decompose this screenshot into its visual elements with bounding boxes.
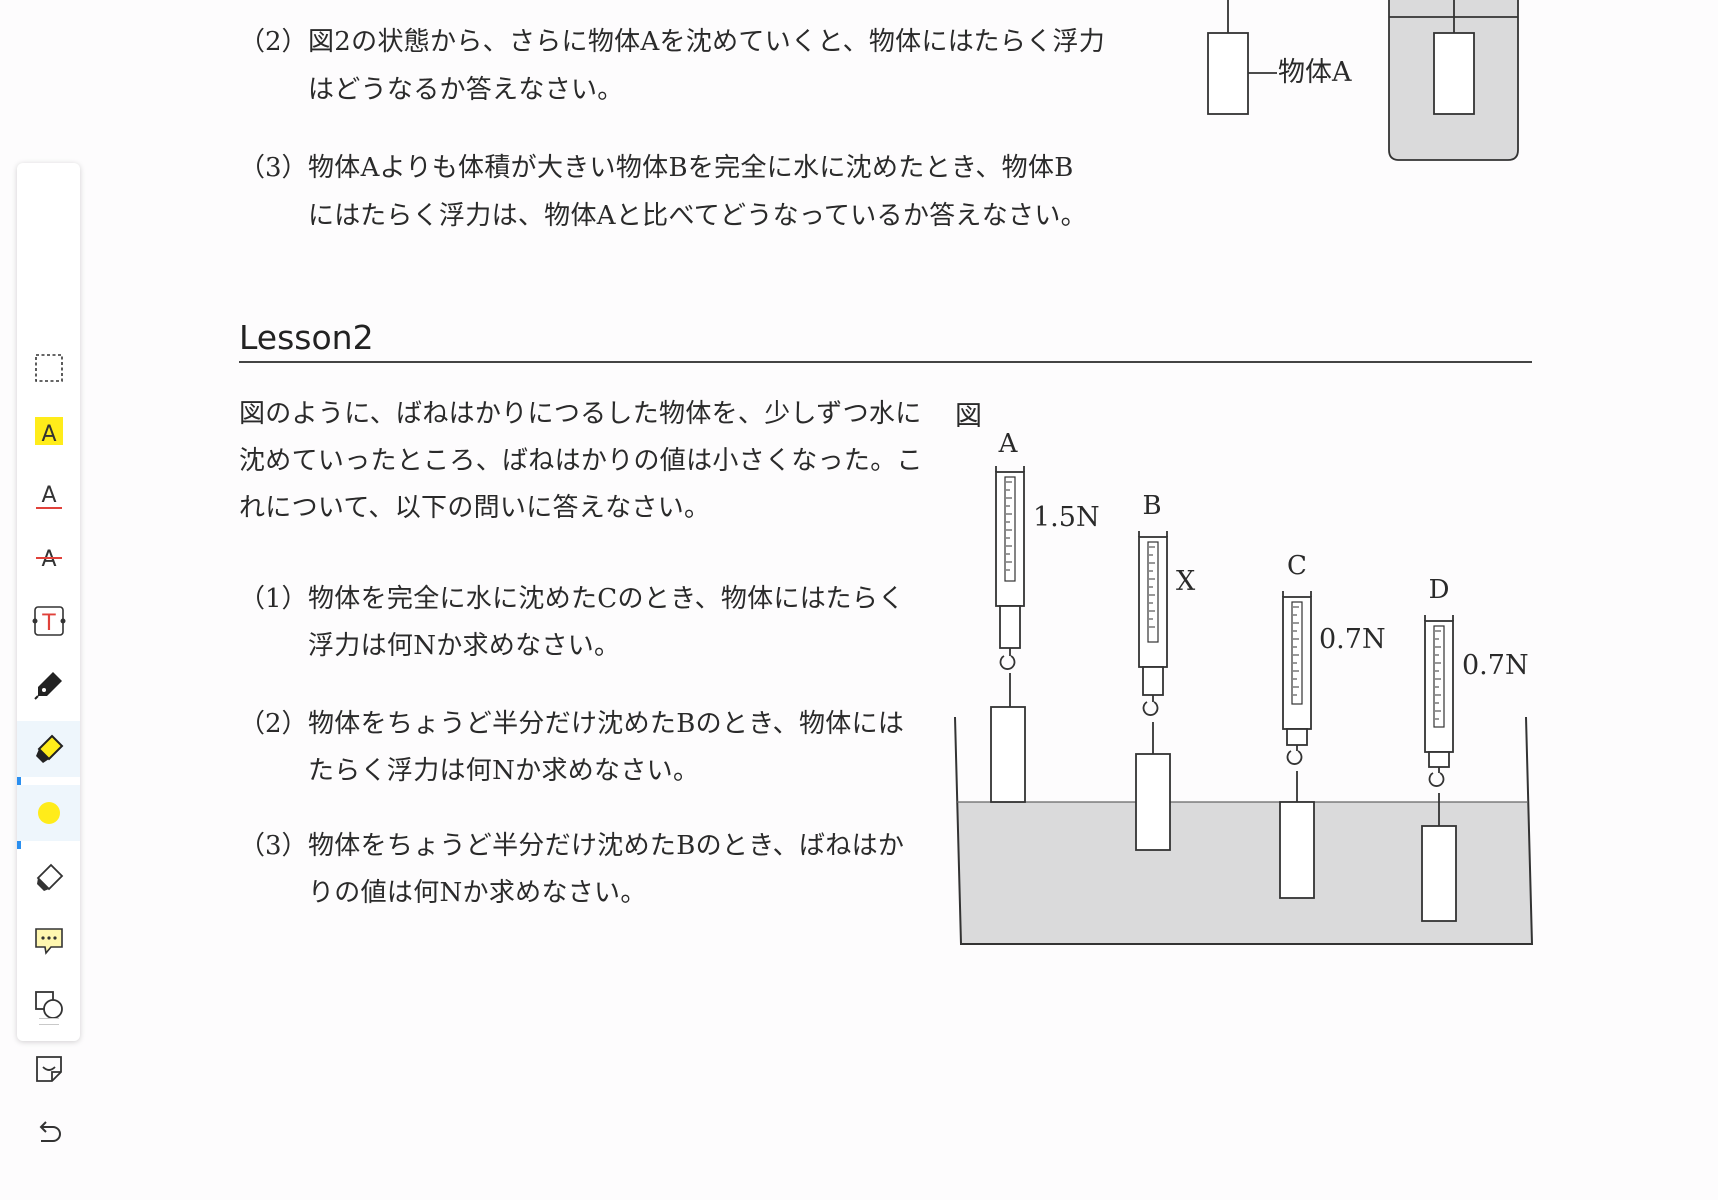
l2-q3-text-line1: 物体をちょうど半分だけ沈めたBのとき、ばねはか [308, 831, 905, 861]
spring-scale-a [990, 466, 1026, 803]
comment-tool[interactable] [17, 913, 80, 969]
l2-q1-number: （1） [239, 584, 308, 614]
shapes-icon [34, 991, 63, 1019]
text-box-tool[interactable]: T [17, 593, 80, 649]
spring-scale-c [1279, 591, 1315, 899]
scale-a-reading: 1.5N [1033, 502, 1100, 533]
object-a-block [1207, 32, 1249, 115]
color-picker[interactable] [17, 785, 80, 841]
comment-icon [34, 928, 63, 955]
scale-d-reading: 0.7N [1462, 650, 1529, 681]
lesson-heading: Lesson2 [239, 318, 374, 357]
l2-intro-line3: れについて、以下の問いに答えなさい。 [239, 493, 711, 523]
l2-q3-number: （3） [239, 831, 308, 861]
l1-q3-number: （3） [239, 153, 308, 183]
undo-button[interactable] [17, 1105, 80, 1161]
pen-tool[interactable] [17, 657, 80, 713]
highlight-text-icon: A [34, 417, 63, 447]
highlight-text-tool[interactable]: A [17, 404, 80, 460]
highlighter-icon [35, 734, 63, 763]
l2-intro-line2: 沈めていったところ、ばねはかりの値は小さくなった。こ [239, 446, 923, 476]
underline-text-icon: A [35, 483, 62, 509]
eraser-tool[interactable] [17, 849, 80, 905]
strikethrough-text-icon: A [35, 547, 62, 572]
figure-caption: 図 [955, 401, 982, 432]
object-a-label: 物体A [1278, 57, 1352, 88]
svg-text:A: A [41, 483, 56, 508]
toolbar-drag-handle[interactable] [39, 1018, 59, 1025]
l2-q2-number: （2） [239, 709, 308, 739]
svg-text:T: T [41, 611, 56, 636]
water [957, 802, 1532, 944]
l2-intro-line1: 図のように、ばねはかりにつるした物体を、少しずつ水に [239, 399, 922, 429]
l1-q2-text-line1: 図2の状態から、さらに物体Aを沈めていくと、物体にはたらく浮力 [308, 27, 1106, 57]
rect-select-icon [34, 354, 63, 382]
object-b [1135, 753, 1171, 851]
l2-q3-text-line2: りの値は何Nか求めなさい。 [308, 878, 647, 908]
svg-text:A: A [41, 422, 56, 447]
l2-q1-text-line2: 浮力は何Nか求めなさい。 [308, 631, 621, 661]
strikethrough-text-tool[interactable]: A [17, 529, 80, 585]
rect-select-tool[interactable] [17, 340, 80, 396]
scale-c-reading: 0.7N [1319, 624, 1386, 655]
object-d [1421, 825, 1457, 922]
underline-text-tool[interactable]: A [17, 467, 80, 523]
highlighter-tool[interactable] [17, 721, 80, 777]
l1-q2-text-line2: はどうなるか答えなさい。 [308, 75, 624, 105]
l1-q3-text-line1: 物体Aよりも体積が大きい物体Bを完全に水に沈めたとき、物体B [308, 153, 1074, 183]
shapes-tool[interactable] [17, 977, 80, 1033]
water-tank [954, 716, 1534, 945]
svg-text:A: A [41, 547, 56, 572]
scale-c-label: C [1287, 551, 1307, 581]
sticker-icon [35, 1056, 62, 1082]
sticker-tool[interactable] [17, 1041, 80, 1097]
scale-b-label: B [1142, 491, 1161, 521]
spring-scale-b [1135, 531, 1171, 851]
color-dot-icon [37, 802, 60, 824]
object-a [990, 706, 1026, 803]
annotation-toolbar: A A A T [17, 163, 80, 1142]
spring-scale-d [1421, 615, 1457, 922]
text-box-icon: T [32, 606, 65, 636]
lesson1-figure [1207, 0, 1519, 161]
l1-q2-number: （2） [239, 27, 308, 57]
scale-a-label: A [998, 429, 1019, 459]
l2-q1-text-line1: 物体を完全に水に沈めたCのとき、物体にはたらく [308, 584, 905, 614]
heading-divider [239, 361, 1532, 363]
eraser-icon [36, 863, 63, 891]
l1-q3-text-line2: にはたらく浮力は、物体Aと比べてどうなっているか答えなさい。 [308, 201, 1087, 231]
undo-icon [39, 1121, 61, 1142]
scale-b-reading: X [1176, 566, 1196, 597]
pen-icon [33, 672, 62, 700]
scale-d-label: D [1429, 575, 1450, 605]
l2-q2-text-line2: たらく浮力は何Nか求めなさい。 [308, 756, 700, 786]
object-c [1279, 801, 1315, 899]
l2-q2-text-line1: 物体をちょうど半分だけ沈めたBのとき、物体には [308, 709, 905, 739]
object-a-submerged [1433, 32, 1475, 115]
